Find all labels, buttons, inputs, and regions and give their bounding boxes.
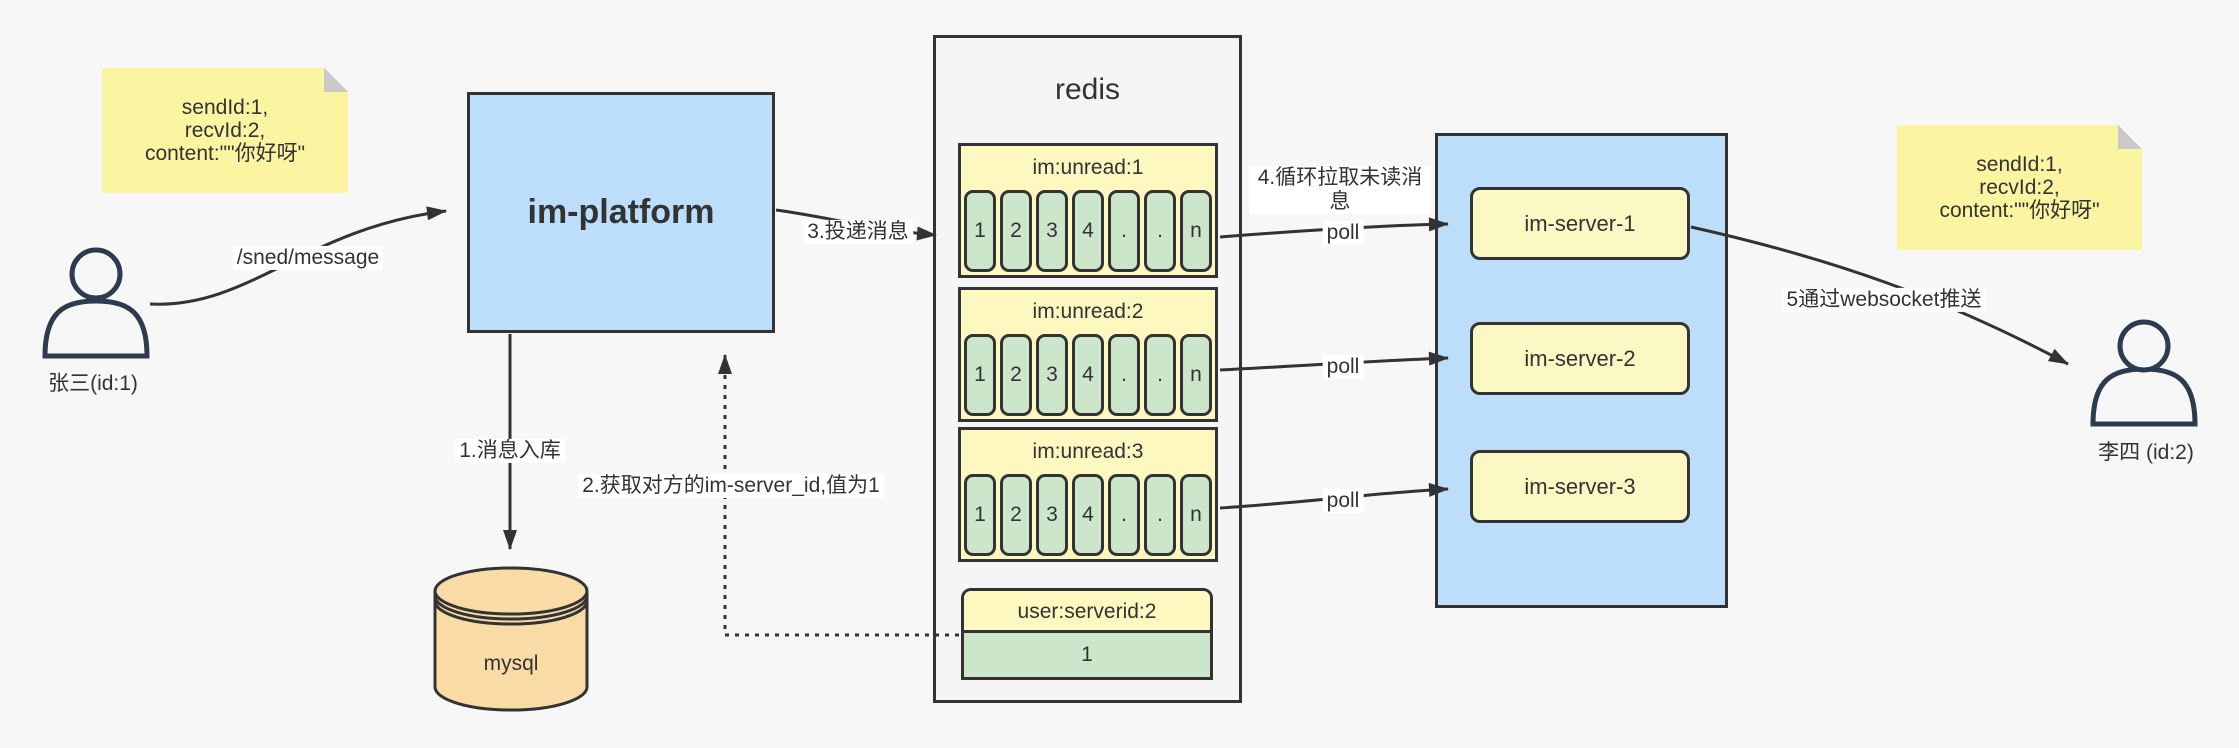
im-server-1-box: im-server-1 xyxy=(1470,187,1690,260)
user-serverid-key: user:serverid:2 xyxy=(964,591,1210,633)
im-platform-label: im-platform xyxy=(527,193,715,231)
queue-cell: 2 xyxy=(1000,334,1032,416)
queue-cell: 3 xyxy=(1036,474,1068,556)
user-icon xyxy=(42,247,150,359)
queue-cell: 2 xyxy=(1000,190,1032,272)
user-body xyxy=(42,298,150,359)
redis-title: redis xyxy=(1054,73,1121,106)
queue-cell: 1 xyxy=(964,474,996,556)
note-line: recvId:2, xyxy=(184,119,266,142)
im-platform-box: im-platform xyxy=(467,92,775,333)
queue-cell: n xyxy=(1180,190,1212,272)
user-serverid-value: 1 xyxy=(964,633,1210,677)
sticky-note-receiver: sendId:1, recvId:2, content:""你好呀" xyxy=(1897,125,2142,250)
edge-label-step4: 4.循环拉取未读消息 xyxy=(1249,165,1431,215)
user-serverid-box: user:serverid:2 1 xyxy=(961,588,1213,680)
queue-cell: 4 xyxy=(1072,474,1104,556)
note-line: sendId:1, xyxy=(181,96,269,119)
queue-im-unread-1: im:unread:1 1 2 3 4 . . n xyxy=(958,143,1218,278)
queue-cell: . xyxy=(1144,474,1176,556)
edge-label-step1: 1.消息入库 xyxy=(455,438,565,464)
sender-label: 张三(id:1) xyxy=(48,372,138,395)
user-head xyxy=(69,247,123,301)
edge-label-send-path: /sned/message xyxy=(232,245,384,271)
user-body xyxy=(2090,366,2198,427)
note-line: recvId:2, xyxy=(1979,176,2060,199)
queue-cells: 1 2 3 4 . . n xyxy=(961,334,1215,416)
queue-cell: . xyxy=(1144,334,1176,416)
queue-cell: . xyxy=(1144,190,1176,272)
edge-label-step2: 2.获取对方的im-server_id,值为1 xyxy=(578,473,884,499)
user-icon xyxy=(2090,319,2198,427)
queue-im-unread-3: im:unread:3 1 2 3 4 . . n xyxy=(958,427,1218,562)
cylinder-ring xyxy=(433,600,589,626)
queue-cell: 4 xyxy=(1072,334,1104,416)
cylinder-ring xyxy=(433,595,589,621)
note-fold-icon xyxy=(324,68,348,92)
queue-cell: 1 xyxy=(964,334,996,416)
user-head xyxy=(2117,319,2171,373)
queue-cell: . xyxy=(1108,334,1140,416)
edge-label-poll-3: poll xyxy=(1322,488,1364,514)
edge-label-step3: 3.投递消息 xyxy=(803,219,913,245)
im-server-3-box: im-server-3 xyxy=(1470,450,1690,523)
queue-cell: . xyxy=(1108,474,1140,556)
sticky-note-sender: sendId:1, recvId:2, content:""你好呀" xyxy=(102,68,348,193)
edge-label-poll-1: poll xyxy=(1322,220,1364,246)
queue-title: im:unread:3 xyxy=(1032,440,1144,463)
queue-cell: n xyxy=(1180,334,1212,416)
queue-cell: 3 xyxy=(1036,190,1068,272)
edge-label-step5: 5通过websocket推送 xyxy=(1782,287,1986,313)
note-line: sendId:1, xyxy=(1976,153,2063,176)
note-fold-icon xyxy=(2118,125,2142,149)
queue-im-unread-2: im:unread:2 1 2 3 4 . . n xyxy=(958,287,1218,422)
queue-cell: . xyxy=(1108,190,1140,272)
queue-cell: 2 xyxy=(1000,474,1032,556)
edge-label-poll-2: poll xyxy=(1322,354,1364,380)
cylinder-top xyxy=(433,566,589,616)
cylinder-body xyxy=(433,591,589,712)
queue-cells: 1 2 3 4 . . n xyxy=(961,190,1215,272)
queue-title: im:unread:1 xyxy=(1032,156,1144,179)
note-line: content:""你好呀" xyxy=(1939,199,2100,222)
queue-title: im:unread:2 xyxy=(1032,300,1144,323)
receiver-label: 李四 (id:2) xyxy=(2098,441,2194,464)
note-line: content:""你好呀" xyxy=(144,142,306,165)
mysql-cylinder xyxy=(433,566,589,712)
queue-cell: 3 xyxy=(1036,334,1068,416)
queue-cells: 1 2 3 4 . . n xyxy=(961,474,1215,556)
queue-cell: 1 xyxy=(964,190,996,272)
im-server-2-box: im-server-2 xyxy=(1470,322,1690,395)
mysql-label: mysql xyxy=(483,652,539,675)
queue-cell: 4 xyxy=(1072,190,1104,272)
queue-cell: n xyxy=(1180,474,1212,556)
